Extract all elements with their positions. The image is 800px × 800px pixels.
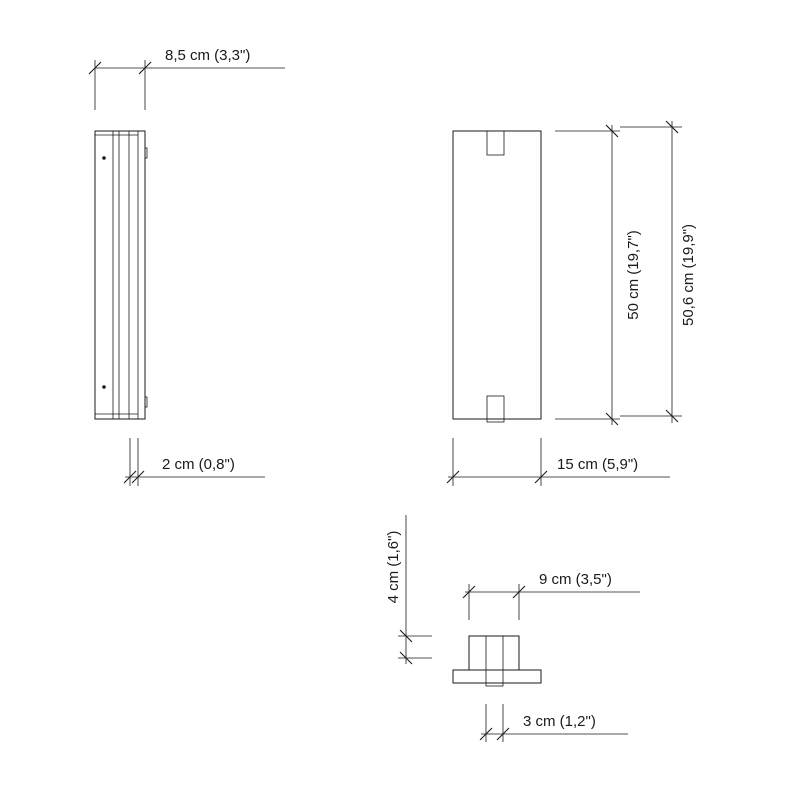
front-clip-bottom (486, 395, 505, 423)
front-height-label: 50 cm (19,7") (625, 230, 642, 320)
bottom-plate (452, 669, 542, 684)
dimension-tick (665, 409, 679, 423)
side-thickness-label: 2 cm (0,8") (162, 456, 235, 473)
dimension-tick (138, 61, 152, 75)
front-panel (452, 130, 542, 420)
side-depth-label: 8,5 cm (3,3") (165, 47, 250, 64)
bottom-bracket (468, 635, 520, 671)
bottom-stem (485, 635, 504, 687)
dimension-tick (399, 651, 413, 665)
side-view-body (94, 130, 146, 420)
front-clip-top (486, 130, 505, 156)
total-height-label: 50,6 cm (19,9") (680, 224, 697, 326)
screw-hole (102, 385, 106, 389)
bottom-height-label: 4 cm (1,6") (385, 531, 402, 604)
side-view-tab (144, 147, 148, 159)
front-width-label: 15 cm (5,9") (557, 456, 638, 473)
dimension-tick (605, 412, 619, 426)
dimension-tick (496, 727, 510, 741)
dimension-tick (534, 470, 548, 484)
side-view-tab (144, 396, 148, 408)
dimension-tick (399, 629, 413, 643)
dimension-tick (131, 470, 145, 484)
bottom-bracket-label: 3 cm (1,2") (523, 713, 596, 730)
side-view: 8,5 cm (3,3") 2 cm (0,8") (88, 47, 285, 486)
bottom-view: 4 cm (1,6") 9 cm (3,5") 3 cm (1,2") (385, 515, 640, 742)
front-view: 50 cm (19,7") 50,6 cm (19,9") 15 cm (5,9… (446, 120, 697, 486)
bottom-width-label: 9 cm (3,5") (539, 571, 612, 588)
dimension-tick (123, 470, 137, 484)
dimension-tick (512, 585, 526, 599)
dimension-tick (605, 124, 619, 138)
screw-hole (102, 156, 106, 160)
dimension-tick (462, 585, 476, 599)
dimension-tick (665, 120, 679, 134)
dimension-tick (88, 61, 102, 75)
dimension-tick (446, 470, 460, 484)
dimension-tick (479, 727, 493, 741)
